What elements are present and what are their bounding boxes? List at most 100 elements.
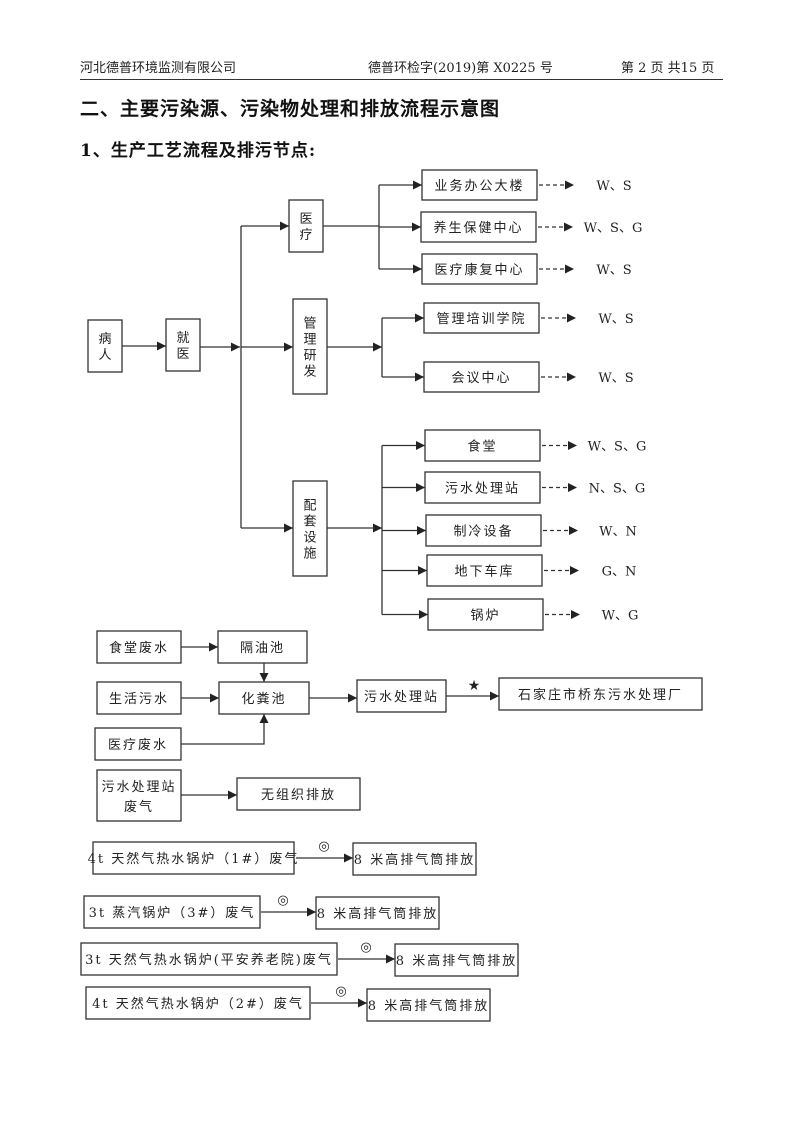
branch-box-2-label: 配套设施 [303, 499, 316, 562]
unit-box-2-4-label: 锅炉 [470, 608, 500, 624]
unit-box-0-0-frame [421, 169, 538, 201]
branch-box-0: 医疗 [288, 199, 324, 253]
box-medical-wastewater: 医疗废水 [94, 727, 182, 761]
branch-box-1: 管理研发 [292, 298, 328, 395]
boiler-source-box-0-label: 4t 天然气热水锅炉（1#）废气 [88, 851, 300, 867]
pollutant-codes-2-2: W、N [599, 525, 637, 540]
boiler-target-box-3: 8 米高排气筒排放 [366, 988, 491, 1022]
unit-box-2-3: 地下车库 [426, 554, 543, 587]
header-report-number: 德普环检字(2019)第 X0225 号 [368, 61, 553, 76]
unit-box-1-1: 会议中心 [423, 361, 540, 393]
boiler-source-box-3-label: 4t 天然气热水锅炉（2#）废气 [92, 996, 304, 1012]
box-unorganized-emission-frame [236, 777, 361, 811]
pollutant-codes-0-0: W、S [596, 179, 631, 194]
boiler-target-box-0-label: 8 米高排气筒排放 [354, 852, 475, 868]
box-municipal-plant-frame [498, 677, 703, 711]
boiler-target-box-3-label: 8 米高排气筒排放 [368, 998, 489, 1014]
box-patient: 病人 [87, 319, 123, 373]
box-domestic-sewage-label: 生活污水 [109, 692, 169, 707]
boiler-target-box-2-frame [394, 943, 519, 977]
box-visit: 就医 [165, 318, 201, 372]
box-visit-label: 就医 [176, 331, 189, 362]
box-treatment-station-label: 污水处理站 [364, 690, 439, 705]
boiler-source-box-3-frame [85, 986, 311, 1020]
unit-box-1-0-label: 管理培训学院 [436, 311, 526, 327]
header-company: 河北德普环境监测有限公司 [80, 61, 237, 76]
box-patient-frame [87, 319, 123, 373]
boiler-monitor-marker-1: ◎ [277, 893, 288, 908]
branch-box-2-frame [292, 480, 328, 577]
branch-box-0-label: 医疗 [299, 212, 312, 243]
header-page-info: 第 2 页 共15 页 [621, 61, 715, 76]
outfall-star-marker: ★ [468, 678, 481, 694]
unit-box-0-0-label: 业务办公大楼 [434, 178, 524, 194]
box-grease-trap: 隔油池 [217, 630, 308, 664]
pollutant-codes-2-3: G、N [602, 565, 637, 580]
boiler-target-box-1-label: 8 米高排气筒排放 [317, 906, 438, 922]
unit-box-0-1: 养生保健中心 [420, 211, 537, 243]
boiler-source-box-1-label: 3t 蒸汽锅炉（3#）废气 [89, 905, 256, 921]
boiler-target-box-1: 8 米高排气筒排放 [315, 896, 440, 930]
box-domestic-sewage: 生活污水 [96, 681, 182, 715]
boiler-target-box-0-frame [352, 842, 477, 876]
box-station-waste-gas-line2: 废气 [124, 799, 154, 815]
branch-box-0-frame [288, 199, 324, 253]
pollutant-codes-1-1: W、S [598, 371, 633, 386]
unit-box-0-1-label: 养生保健中心 [433, 220, 523, 236]
box-unorganized-emission: 无组织排放 [236, 777, 361, 811]
box-grease-trap-frame [217, 630, 308, 664]
unit-box-2-2: 制冷设备 [425, 514, 542, 547]
unit-box-2-4: 锅炉 [427, 598, 544, 631]
unit-box-1-0: 管理培训学院 [423, 302, 540, 334]
section-title: 二、主要污染源、污染物处理和排放流程示意图 [80, 98, 501, 120]
header-divider [80, 79, 723, 80]
box-septic-tank: 化粪池 [218, 681, 310, 715]
unit-box-1-0-frame [423, 302, 540, 334]
box-visit-frame [165, 318, 201, 372]
boiler-target-box-3-frame [366, 988, 491, 1022]
branch-box-1-frame [292, 298, 328, 395]
unit-box-0-0: 业务办公大楼 [421, 169, 538, 201]
box-canteen-wastewater-frame [96, 630, 182, 664]
box-treatment-station-frame [356, 679, 447, 713]
unit-box-0-2-frame [421, 253, 538, 285]
box-medical-wastewater-label: 医疗废水 [108, 737, 168, 753]
boiler-source-box-1: 3t 蒸汽锅炉（3#）废气 [83, 895, 261, 929]
box-station-waste-gas-frame [96, 769, 182, 822]
unit-box-2-0-frame [424, 429, 541, 462]
unit-box-2-4-frame [427, 598, 544, 631]
box-medical-wastewater-frame [94, 727, 182, 761]
boiler-source-box-3: 4t 天然气热水锅炉（2#）废气 [85, 986, 311, 1020]
boiler-source-box-0: 4t 天然气热水锅炉（1#）废气 [88, 841, 300, 875]
boiler-source-box-2-frame [80, 942, 338, 976]
boiler-target-box-2: 8 米高排气筒排放 [394, 943, 519, 977]
box-canteen-wastewater-label: 食堂废水 [109, 640, 169, 656]
branch-box-2: 配套设施 [292, 480, 328, 577]
subsection-title: 1、生产工艺流程及排污节点: [80, 141, 317, 161]
box-treatment-station: 污水处理站 [356, 679, 447, 713]
unit-box-1-1-label: 会议中心 [451, 371, 511, 386]
unit-box-0-2-label: 医疗康复中心 [434, 262, 524, 278]
boiler-monitor-marker-2: ◎ [360, 940, 371, 955]
unit-box-2-1-frame [424, 471, 541, 504]
boiler-source-box-1-frame [83, 895, 261, 929]
pollutant-codes-1-0: W、S [598, 312, 633, 327]
unit-box-2-1: 污水处理站 [424, 471, 541, 504]
box-station-waste-gas-line1: 污水处理站 [101, 780, 176, 795]
box-septic-tank-frame [218, 681, 310, 715]
boiler-target-box-2-label: 8 米高排气筒排放 [396, 953, 517, 969]
pollutant-codes-2-1: N、S、G [589, 482, 646, 497]
unit-box-2-0-label: 食堂 [467, 439, 497, 455]
unit-box-0-1-frame [420, 211, 537, 243]
box-canteen-wastewater: 食堂废水 [96, 630, 182, 664]
pollutant-codes-0-1: W、S、G [584, 221, 643, 236]
unit-box-0-2: 医疗康复中心 [421, 253, 538, 285]
unit-box-2-2-frame [425, 514, 542, 547]
arrow-medical-to-septic [181, 714, 269, 745]
boiler-source-box-2-label: 3t 天然气热水锅炉(平安养老院)废气 [85, 952, 333, 968]
box-municipal-plant-label: 石家庄市桥东污水处理厂 [518, 687, 683, 703]
boiler-source-box-0-frame [92, 841, 295, 875]
boiler-monitor-marker-0: ◎ [318, 839, 329, 854]
boiler-target-box-0: 8 米高排气筒排放 [352, 842, 477, 876]
